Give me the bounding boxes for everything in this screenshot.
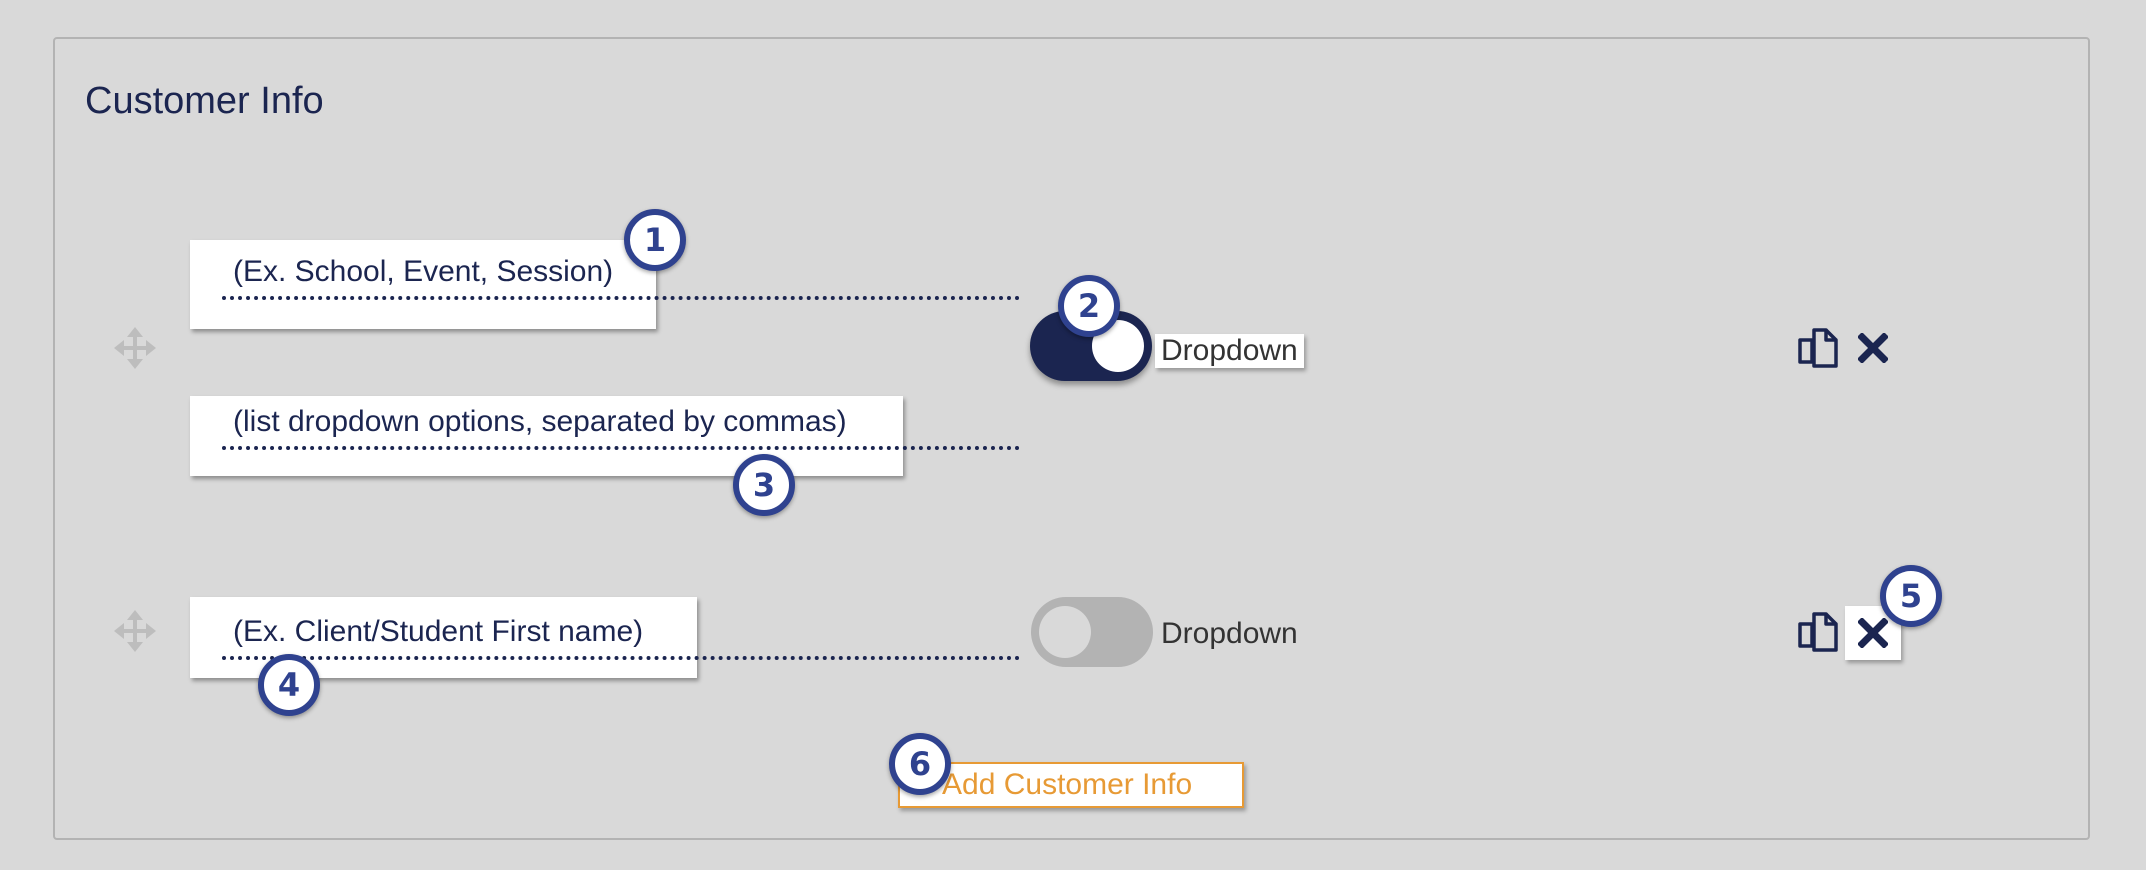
callout-badge-3: 3 — [733, 454, 795, 516]
dotted-guide — [222, 296, 1020, 300]
toggle-knob — [1039, 606, 1091, 658]
dropdown-label: Dropdown — [1155, 334, 1304, 368]
delete-icon[interactable] — [1858, 618, 1888, 648]
add-customer-info-button[interactable]: Add Customer Info — [898, 762, 1244, 808]
dotted-guide — [222, 446, 1020, 450]
move-icon[interactable] — [112, 608, 158, 654]
dropdown-label: Dropdown — [1161, 617, 1298, 650]
field-name-placeholder: (Ex. School, Event, Session) — [233, 255, 614, 288]
copy-icon[interactable] — [1796, 326, 1842, 370]
panel-title: Customer Info — [85, 80, 324, 122]
dotted-guide — [222, 656, 1020, 660]
field-name-input[interactable] — [190, 240, 656, 329]
move-icon[interactable] — [112, 325, 158, 371]
callout-badge-5: 5 — [1880, 565, 1942, 627]
callout-badge-4: 4 — [258, 654, 320, 716]
dropdown-toggle[interactable] — [1031, 597, 1153, 667]
callout-badge-1: 1 — [624, 209, 686, 271]
field-name-placeholder: (Ex. Client/Student First name) — [233, 615, 644, 648]
callout-badge-6: 6 — [889, 733, 951, 795]
delete-icon[interactable] — [1858, 333, 1888, 363]
copy-icon[interactable] — [1796, 610, 1842, 654]
callout-badge-2: 2 — [1058, 275, 1120, 337]
dropdown-options-placeholder: (list dropdown options, separated by com… — [233, 405, 847, 438]
